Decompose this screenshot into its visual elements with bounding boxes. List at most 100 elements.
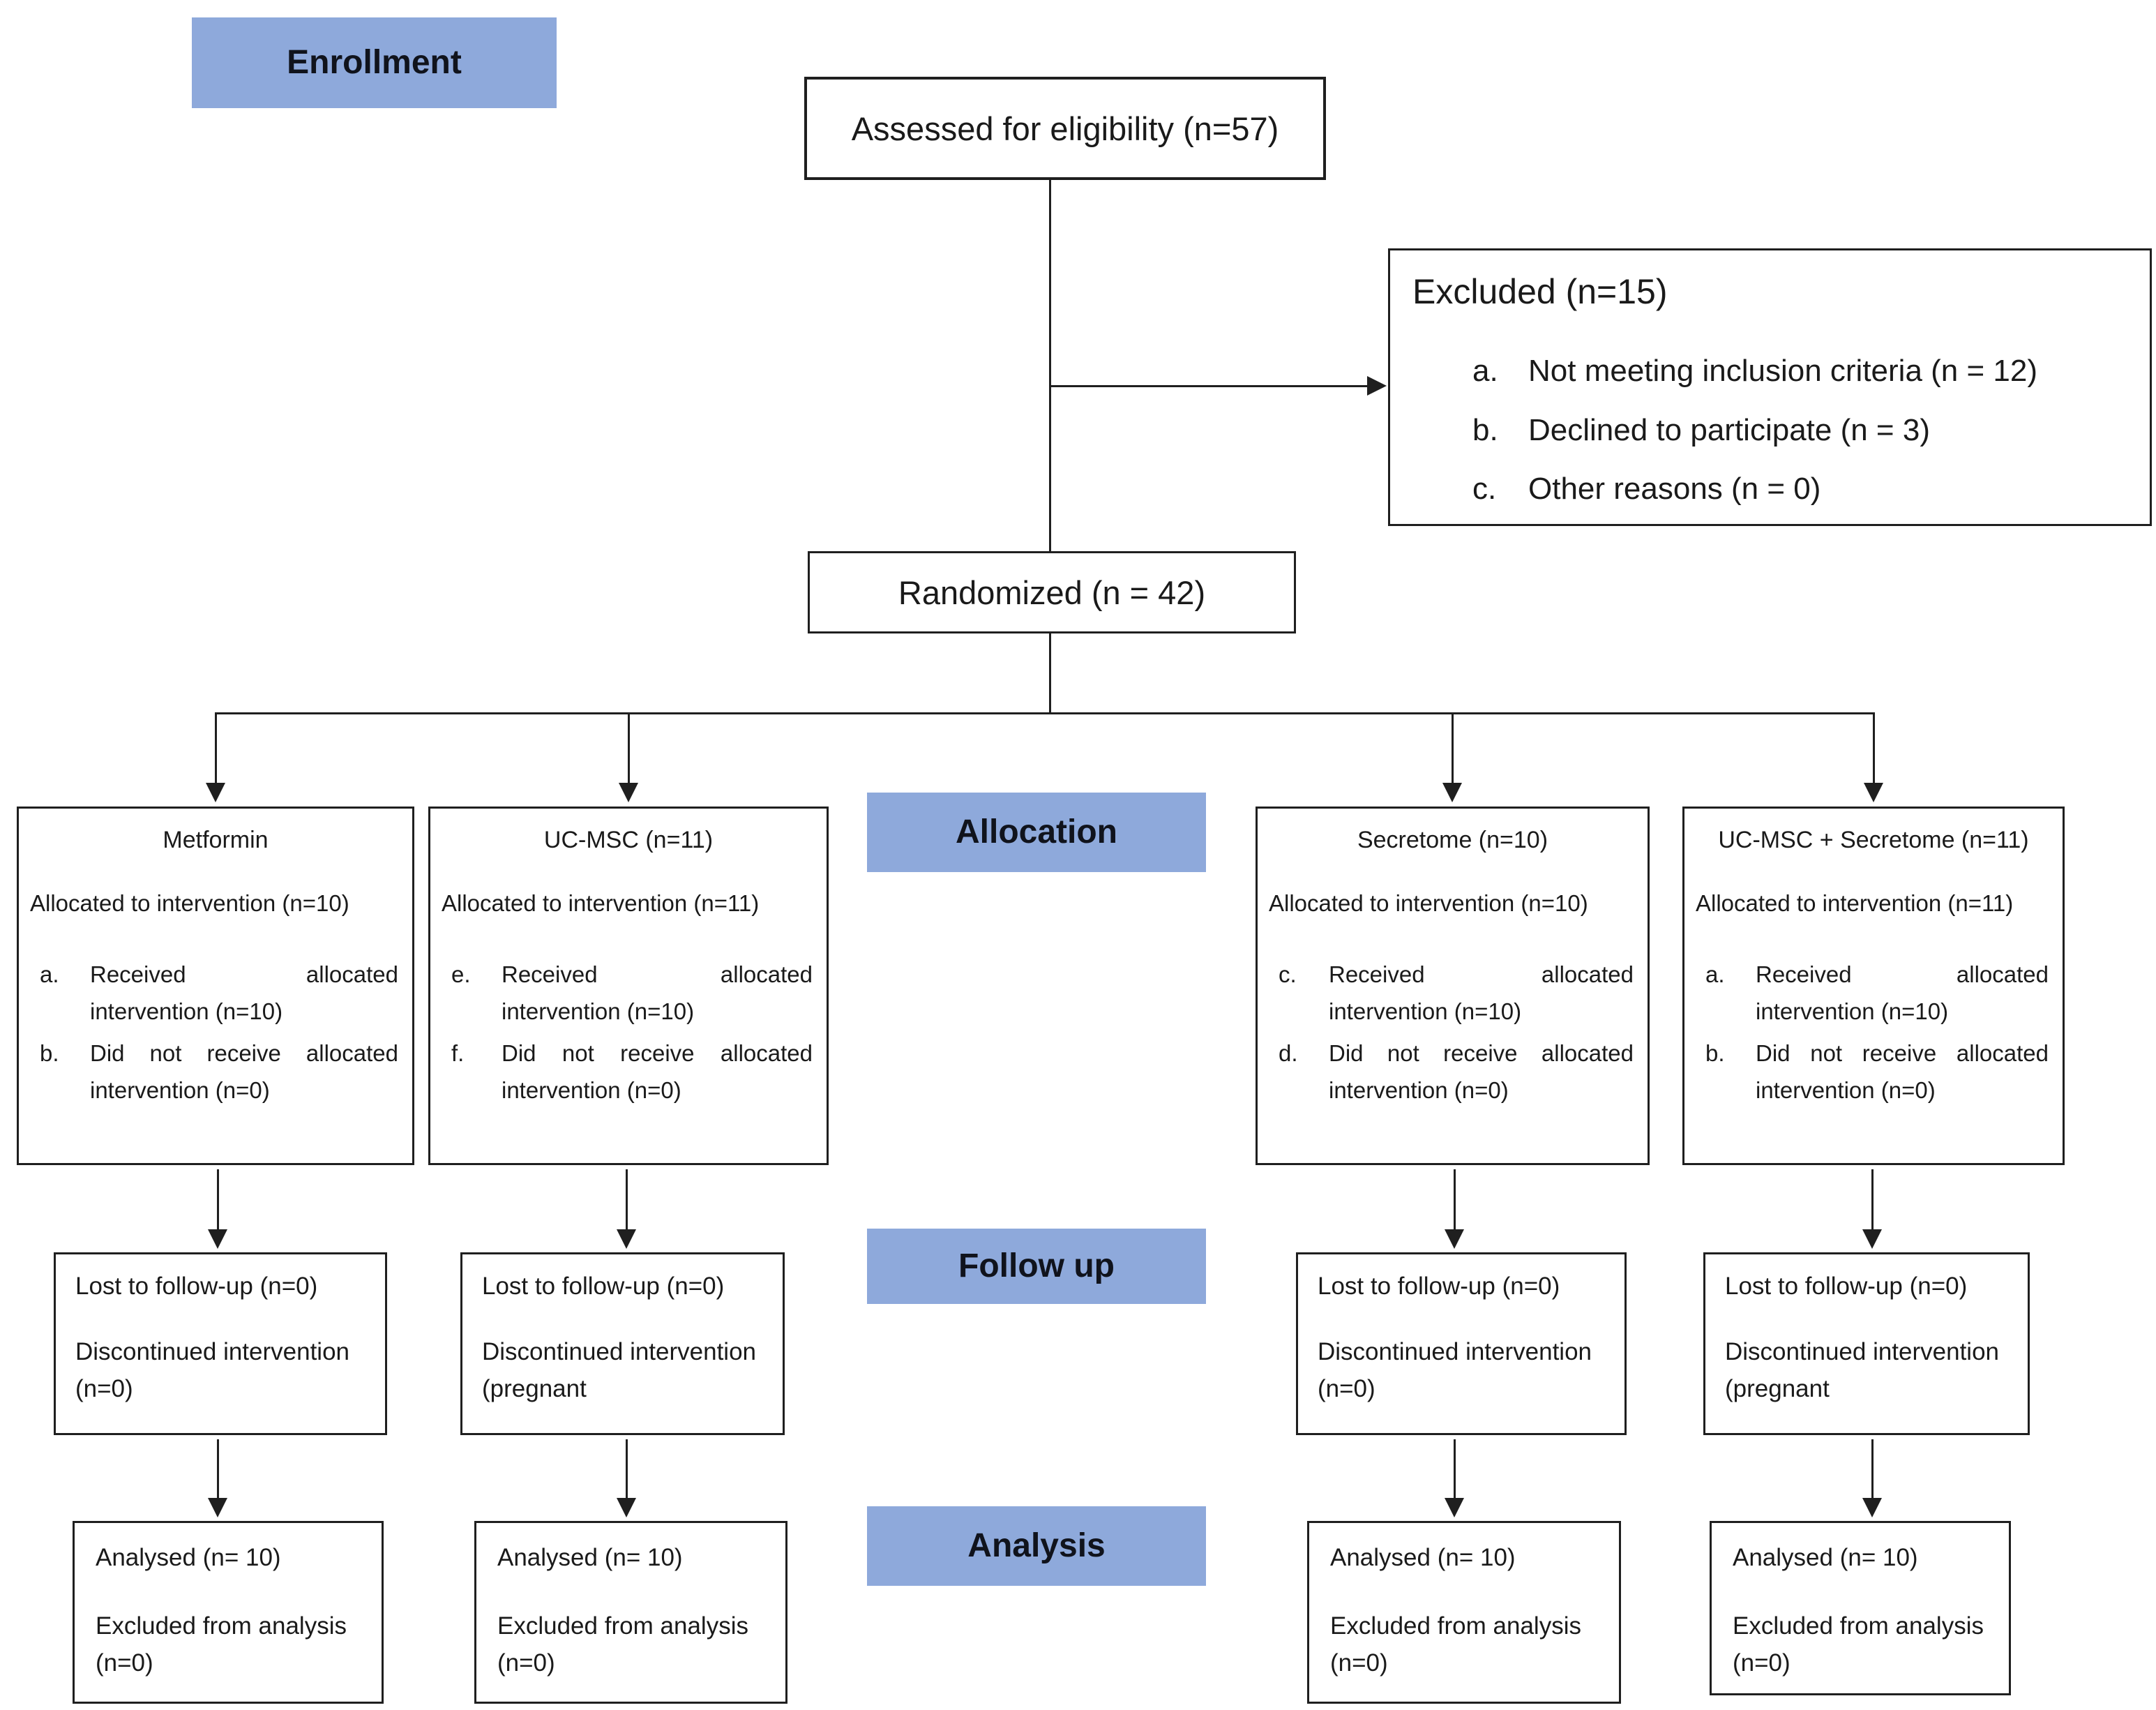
stage-label-analysis: Analysis	[867, 1506, 1206, 1586]
arm-title: Secretome (n=10)	[1357, 827, 1548, 853]
allocation-box-ucmsc: UC-MSC (n=11) Allocated to intervention …	[428, 807, 829, 1165]
arrowhead-an-4-icon	[1862, 1498, 1882, 1517]
connector-branch-arm-1	[215, 712, 217, 784]
excluded-item-letter: b.	[1472, 412, 1498, 447]
allocation-item-letter: a.	[40, 961, 59, 987]
connector-branch-arm-3	[1452, 712, 1454, 784]
excluded-item-letter: c.	[1472, 472, 1497, 507]
connector-fu-an-4	[1871, 1439, 1874, 1499]
allocation-item-text: Received allocated intervention (n=10)	[1329, 961, 1634, 1025]
connector-assessed-randomized	[1049, 180, 1051, 553]
allocated-line: Allocated to intervention (n=10)	[30, 890, 349, 916]
allocation-item-text: Did not receive allocated intervention (…	[1756, 1040, 2049, 1104]
follow-up-box-ucmsc: Lost to follow-up (n=0) Discontinued int…	[460, 1252, 785, 1435]
allocation-items: e. Received allocated intervention (n=10…	[451, 956, 813, 1109]
allocation-item: e. Received allocated intervention (n=10…	[451, 956, 813, 1030]
allocation-item: f. Did not receive allocated interventio…	[451, 1035, 813, 1109]
excluded-from-analysis-text: Excluded from analysis (n=0)	[1330, 1612, 1581, 1677]
connector-branch-arm-4	[1873, 712, 1875, 784]
arrowhead-arm-3-icon	[1442, 783, 1462, 802]
connector-fu-an-3	[1454, 1439, 1456, 1499]
allocation-item-letter: e.	[451, 961, 471, 987]
excluded-item-text: Other reasons (n = 0)	[1528, 472, 1821, 507]
allocation-item-text: Received allocated intervention (n=10)	[502, 961, 813, 1025]
arrowhead-an-2-icon	[617, 1498, 636, 1517]
connector-randomized-branch	[1049, 633, 1051, 714]
allocation-item-letter: d.	[1279, 1040, 1298, 1066]
excluded-item-letter: a.	[1472, 354, 1498, 388]
arrowhead-fu-4-icon	[1862, 1229, 1882, 1249]
excluded-items: a. Not meeting inclusion criteria (n = 1…	[1390, 354, 2150, 507]
excluded-from-analysis-text: Excluded from analysis (n=0)	[96, 1612, 347, 1677]
allocation-item-letter: c.	[1279, 961, 1297, 987]
arrowhead-an-3-icon	[1445, 1498, 1464, 1517]
allocation-item: c. Received allocated intervention (n=10…	[1279, 956, 1634, 1030]
connector-fu-an-1	[217, 1439, 219, 1499]
stage-label-follow-up: Follow up	[867, 1229, 1206, 1304]
analysis-box-secretome: Analysed (n= 10) Excluded from analysis …	[1307, 1521, 1621, 1704]
follow-up-box-metformin: Lost to follow-up (n=0) Discontinued int…	[54, 1252, 387, 1435]
excluded-item-text: Declined to participate (n = 3)	[1528, 412, 1930, 447]
connector-alloc-fu-3	[1454, 1169, 1456, 1231]
allocation-item-text: Did not receive allocated intervention (…	[1329, 1040, 1634, 1104]
allocation-item-text: Received allocated intervention (n=10)	[1756, 961, 2049, 1025]
analysis-box-metformin: Analysed (n= 10) Excluded from analysis …	[73, 1521, 384, 1704]
arrowhead-fu-1-icon	[208, 1229, 227, 1249]
arrowhead-excluded-icon	[1367, 376, 1387, 396]
allocation-item-text: Did not receive allocated intervention (…	[502, 1040, 813, 1104]
connector-fu-an-2	[626, 1439, 628, 1499]
connector-branch-arm-2	[628, 712, 630, 784]
arrowhead-fu-2-icon	[617, 1229, 636, 1249]
lost-to-follow-up-text: Lost to follow-up (n=0)	[1318, 1273, 1560, 1300]
analysed-text: Analysed (n= 10)	[1733, 1544, 1918, 1571]
discontinued-text: Discontinued intervention (n=0)	[1318, 1338, 1592, 1402]
discontinued-text: Discontinued intervention (pregnant	[482, 1338, 757, 1402]
connector-alloc-fu-1	[217, 1169, 219, 1231]
discontinued-text: Discontinued intervention (n=0)	[75, 1338, 350, 1402]
allocation-box-secretome: Secretome (n=10) Allocated to interventi…	[1256, 807, 1650, 1165]
branch-line	[216, 712, 1874, 714]
allocation-box-metformin: Metformin Allocated to intervention (n=1…	[17, 807, 414, 1165]
excluded-item: b. Declined to participate (n = 3)	[1472, 413, 2129, 449]
allocation-box-ucmsc-secretome: UC-MSC + Secretome (n=11) Allocated to i…	[1682, 807, 2065, 1165]
arrowhead-arm-2-icon	[619, 783, 638, 802]
follow-up-box-ucmsc-secretome: Lost to follow-up (n=0) Discontinued int…	[1703, 1252, 2030, 1435]
allocation-item: a. Received allocated intervention (n=10…	[1705, 956, 2049, 1030]
allocated-line: Allocated to intervention (n=11)	[1696, 890, 2014, 916]
excluded-item: a. Not meeting inclusion criteria (n = 1…	[1472, 354, 2129, 389]
arm-title: Metformin	[163, 827, 269, 853]
connector-alloc-fu-4	[1871, 1169, 1874, 1231]
follow-up-box-secretome: Lost to follow-up (n=0) Discontinued int…	[1296, 1252, 1627, 1435]
arrowhead-fu-3-icon	[1445, 1229, 1464, 1249]
excluded-box: Excluded (n=15) a. Not meeting inclusion…	[1388, 248, 2152, 526]
allocation-item: a. Received allocated intervention (n=10…	[40, 956, 398, 1030]
lost-to-follow-up-text: Lost to follow-up (n=0)	[482, 1273, 725, 1300]
analysed-text: Analysed (n= 10)	[96, 1544, 281, 1571]
lost-to-follow-up-text: Lost to follow-up (n=0)	[75, 1273, 318, 1300]
allocation-item-text: Did not receive allocated intervention (…	[90, 1040, 398, 1104]
allocation-item: d. Did not receive allocated interventio…	[1279, 1035, 1634, 1109]
discontinued-text: Discontinued intervention (pregnant	[1725, 1338, 2000, 1402]
excluded-title: Excluded (n=15)	[1412, 272, 1668, 311]
allocated-line: Allocated to intervention (n=10)	[1269, 890, 1588, 916]
stage-label-allocation: Allocation	[867, 793, 1206, 872]
assessed-eligibility-box: Assessed for eligibility (n=57)	[804, 77, 1326, 180]
arm-title: UC-MSC (n=11)	[543, 827, 714, 853]
excluded-item: c. Other reasons (n = 0)	[1472, 472, 2129, 507]
excluded-item-text: Not meeting inclusion criteria (n = 12)	[1528, 354, 2037, 388]
allocation-item-letter: b.	[40, 1040, 59, 1066]
allocation-item-letter: b.	[1705, 1040, 1725, 1066]
allocation-item-letter: f.	[451, 1040, 465, 1066]
analysed-text: Analysed (n= 10)	[1330, 1544, 1516, 1571]
excluded-from-analysis-text: Excluded from analysis (n=0)	[1733, 1612, 1984, 1677]
allocation-item: b. Did not receive allocated interventio…	[1705, 1035, 2049, 1109]
randomized-box: Randomized (n = 42)	[808, 551, 1296, 633]
connector-to-excluded	[1049, 385, 1367, 387]
allocation-item-text: Received allocated intervention (n=10)	[90, 961, 398, 1025]
allocation-items: c. Received allocated intervention (n=10…	[1279, 956, 1634, 1109]
stage-label-enrollment: Enrollment	[192, 17, 557, 108]
allocated-line: Allocated to intervention (n=11)	[442, 890, 760, 916]
analysed-text: Analysed (n= 10)	[497, 1544, 683, 1571]
analysis-box-ucmsc-secretome: Analysed (n= 10) Excluded from analysis …	[1710, 1521, 2011, 1695]
